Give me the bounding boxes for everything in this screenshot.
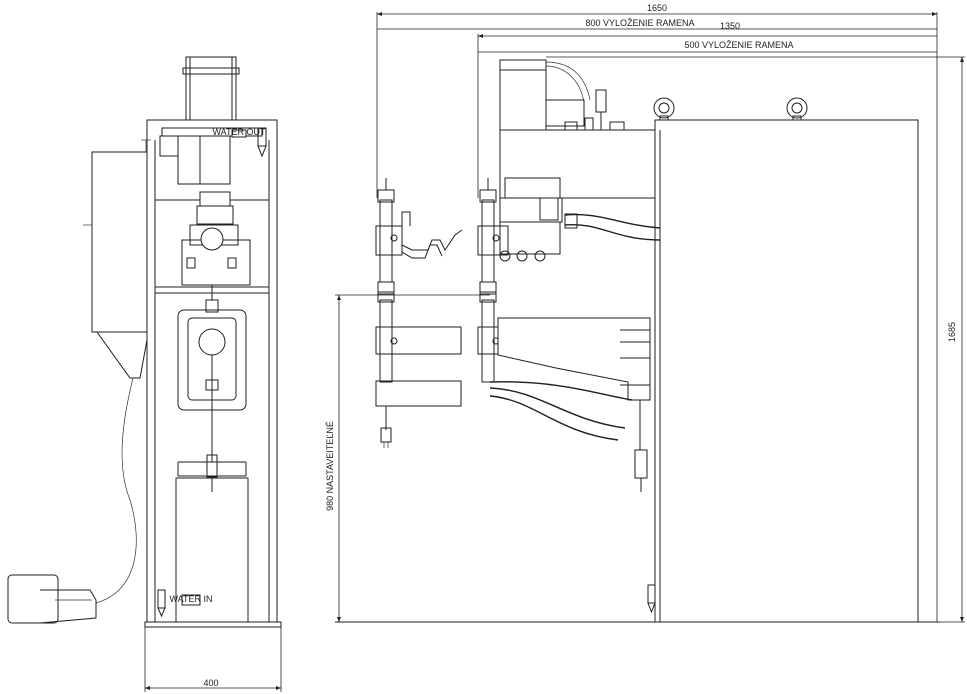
upper-electrode-500 bbox=[481, 199, 495, 283]
lower-arm-500 bbox=[497, 317, 651, 401]
dim-500-arm: 500 VYLOŽENIE RAMENA bbox=[684, 40, 793, 50]
front-view: WATER OUT WATER IN bbox=[7, 56, 282, 692]
side-view: 1650 800 VYLOŽENIE RAMENA 1350 500 VYLOŽ… bbox=[325, 3, 965, 623]
lower-arm-800 bbox=[375, 326, 462, 355]
water-in-label: WATER IN bbox=[170, 594, 213, 604]
dim-1350: 1350 bbox=[720, 21, 740, 31]
hopper bbox=[96, 331, 148, 379]
dim-1685: 1685 bbox=[947, 322, 957, 342]
water-in-plate bbox=[181, 594, 201, 606]
upper-transformer bbox=[181, 239, 251, 286]
water-out-plate bbox=[231, 129, 247, 138]
upper-arm-block bbox=[499, 221, 561, 255]
upper-electrode-800 bbox=[379, 199, 393, 283]
air-cylinder bbox=[185, 56, 237, 121]
dim-980-adjustable: 980 NASTAVEITEĽNÉ bbox=[325, 421, 335, 511]
side-air-cylinder bbox=[499, 59, 547, 131]
lower-cabinet bbox=[175, 477, 249, 623]
pedal-cable bbox=[95, 377, 137, 604]
dim-1650: 1650 bbox=[647, 3, 667, 13]
lower-wheel bbox=[198, 328, 226, 356]
base-plate bbox=[144, 621, 282, 628]
foot-pedal bbox=[7, 574, 97, 624]
upper-wheel bbox=[200, 227, 224, 251]
lifting-eye-left bbox=[653, 97, 675, 119]
dim-400: 400 bbox=[203, 678, 218, 688]
lower-electrode-800 bbox=[379, 299, 393, 383]
head-block bbox=[499, 129, 656, 199]
dim-800-arm: 800 VYLOŽENIE RAMENA bbox=[585, 18, 694, 28]
water-out-label: WATER OUT bbox=[213, 127, 266, 137]
lifting-eye-right bbox=[786, 97, 808, 119]
control-cabinet bbox=[91, 151, 148, 333]
lower-electrode-500 bbox=[481, 299, 495, 383]
